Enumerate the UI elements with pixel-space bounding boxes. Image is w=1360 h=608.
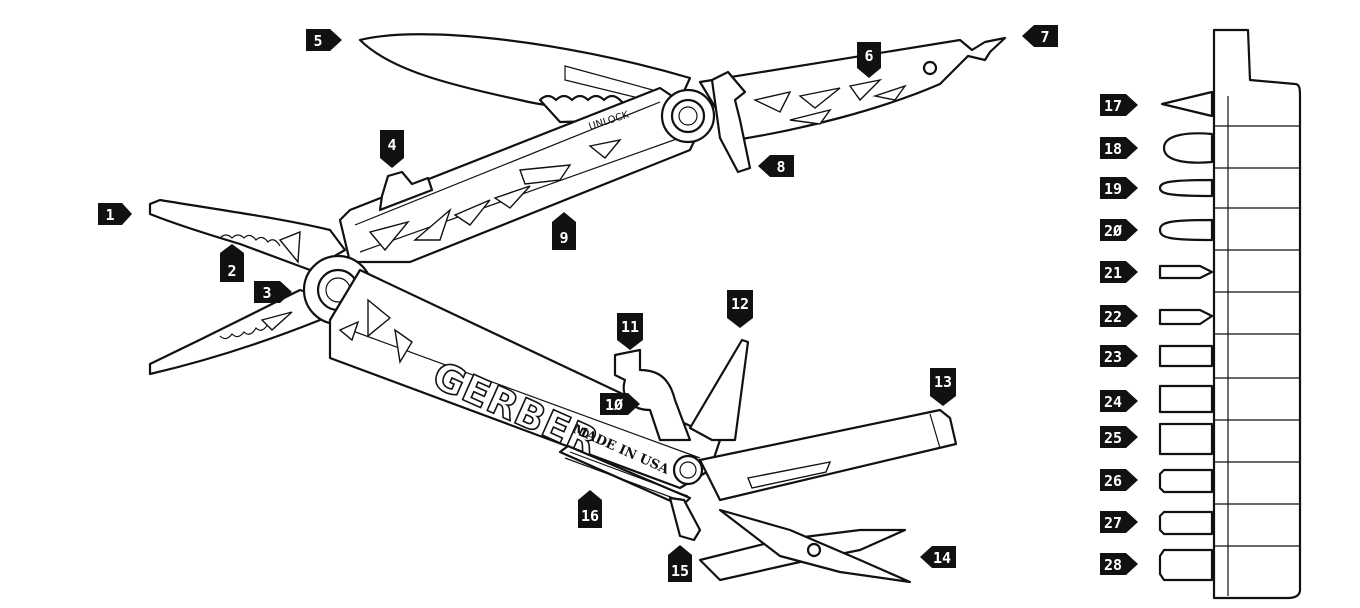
svg-text:25: 25 bbox=[1104, 429, 1122, 447]
svg-text:22: 22 bbox=[1104, 308, 1122, 326]
callout-21: 21 bbox=[1100, 261, 1138, 283]
callout-24: 24 bbox=[1100, 390, 1138, 412]
callout-9: 9 bbox=[552, 212, 576, 250]
svg-text:6: 6 bbox=[864, 47, 873, 65]
lower-lock-lever bbox=[668, 496, 702, 542]
svg-text:4: 4 bbox=[387, 136, 396, 154]
svg-text:18: 18 bbox=[1104, 140, 1122, 158]
callout-28: 28 bbox=[1100, 553, 1138, 575]
callout-14: 14 bbox=[920, 546, 956, 568]
svg-text:12: 12 bbox=[731, 295, 749, 313]
bit-driver-arm bbox=[698, 36, 1007, 174]
callout-17: 17 bbox=[1100, 94, 1138, 116]
bit-26-hex bbox=[1158, 468, 1214, 494]
callout-5: 5 bbox=[306, 29, 342, 51]
svg-text:3: 3 bbox=[262, 284, 271, 302]
svg-text:26: 26 bbox=[1104, 472, 1122, 490]
multitool-illustration: UNLOCK bbox=[148, 33, 1007, 584]
bit-21-hex-small bbox=[1158, 264, 1214, 280]
svg-text:2: 2 bbox=[227, 262, 236, 280]
blade-pivot bbox=[660, 88, 716, 144]
bit-25-square bbox=[1158, 422, 1214, 456]
callout-25: 25 bbox=[1100, 426, 1138, 448]
svg-text:16: 16 bbox=[581, 507, 599, 525]
bit-cartridge bbox=[1158, 28, 1302, 600]
callout-12: 12 bbox=[727, 290, 753, 328]
svg-text:13: 13 bbox=[934, 373, 952, 391]
svg-text:17: 17 bbox=[1104, 97, 1122, 115]
svg-text:14: 14 bbox=[933, 549, 951, 567]
callout-6: 6 bbox=[857, 42, 881, 78]
callout-10: 1Ø bbox=[600, 393, 640, 415]
bottle-opener-tool bbox=[613, 348, 692, 442]
svg-text:19: 19 bbox=[1104, 180, 1122, 198]
callout-23: 23 bbox=[1100, 345, 1138, 367]
svg-text:11: 11 bbox=[621, 318, 639, 336]
svg-text:15: 15 bbox=[671, 562, 689, 580]
svg-text:9: 9 bbox=[559, 229, 568, 247]
callout-19: 19 bbox=[1100, 177, 1138, 199]
svg-text:5: 5 bbox=[313, 32, 322, 50]
callout-1: 1 bbox=[98, 203, 132, 225]
bit-22-torx bbox=[1158, 308, 1214, 326]
callout-2: 2 bbox=[220, 244, 244, 282]
upper-handle: UNLOCK bbox=[338, 86, 707, 264]
callout-22: 22 bbox=[1100, 305, 1138, 327]
callout-20: 2Ø bbox=[1100, 219, 1138, 241]
svg-text:8: 8 bbox=[776, 158, 785, 176]
svg-text:2Ø: 2Ø bbox=[1104, 222, 1122, 240]
callout-7: 7 bbox=[1022, 25, 1058, 47]
svg-text:23: 23 bbox=[1104, 348, 1122, 366]
svg-text:21: 21 bbox=[1104, 264, 1122, 282]
file-tool-arm bbox=[698, 408, 958, 502]
svg-text:1Ø: 1Ø bbox=[605, 396, 623, 414]
small-blade-tool bbox=[688, 338, 750, 442]
bit-20-slotted-small bbox=[1158, 218, 1214, 242]
bit-18-phillips-bulb bbox=[1162, 132, 1214, 164]
callout-11: 11 bbox=[617, 313, 643, 350]
callout-16: 16 bbox=[578, 490, 602, 528]
plier-jaws bbox=[148, 198, 347, 376]
callout-18: 18 bbox=[1100, 137, 1138, 159]
callout-4: 4 bbox=[380, 130, 404, 168]
callout-15: 15 bbox=[668, 545, 692, 582]
callout-13: 13 bbox=[930, 368, 956, 406]
callout-tags: 1 2 3 4 5 6 7 8 bbox=[98, 25, 1138, 582]
svg-text:24: 24 bbox=[1104, 393, 1122, 411]
bit-23-slotted bbox=[1158, 344, 1214, 368]
svg-text:27: 27 bbox=[1104, 514, 1122, 532]
callout-8: 8 bbox=[758, 155, 794, 177]
bit-24-slotted-wide bbox=[1158, 384, 1214, 414]
bit-27-hex bbox=[1158, 510, 1214, 536]
callout-3: 3 bbox=[254, 281, 292, 303]
bit-19-phillips-small bbox=[1158, 178, 1214, 198]
svg-text:28: 28 bbox=[1104, 556, 1122, 574]
bit-17-phillips-large bbox=[1160, 90, 1214, 118]
svg-text:1: 1 bbox=[105, 206, 114, 224]
callout-27: 27 bbox=[1100, 511, 1138, 533]
svg-text:7: 7 bbox=[1040, 28, 1049, 46]
scissors-tool bbox=[698, 508, 912, 584]
callout-26: 26 bbox=[1100, 469, 1138, 491]
bit-28-hex-large bbox=[1158, 548, 1214, 582]
